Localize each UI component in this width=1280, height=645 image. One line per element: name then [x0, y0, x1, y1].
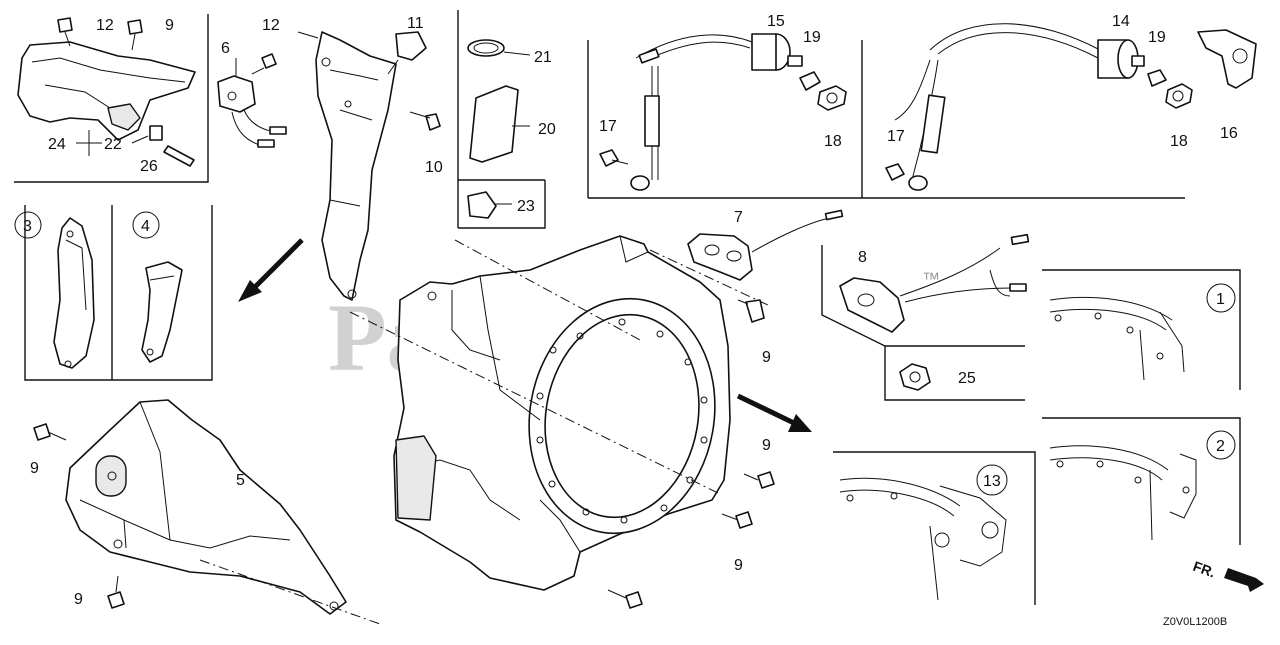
part-nut-25[interactable] [899, 363, 931, 391]
section-frames [14, 10, 1241, 605]
callout-4: 4 [141, 218, 150, 235]
callout-19b: 19 [1148, 29, 1166, 46]
callout-9c: 9 [762, 437, 771, 454]
part-shroud-3[interactable] [53, 217, 95, 369]
callout-10: 10 [425, 159, 443, 176]
front-label: FR. [1191, 558, 1218, 581]
callout-1: 1 [1216, 291, 1225, 308]
callout-16: 16 [1220, 125, 1238, 142]
callout-20: 20 [538, 121, 556, 138]
watermark-tm: ™ [922, 269, 940, 289]
callout-7: 7 [734, 209, 743, 226]
callout-14: 14 [1112, 13, 1130, 30]
callout-26: 26 [140, 158, 158, 175]
part-solenoid-14[interactable] [885, 23, 1257, 191]
callout-12b: 12 [262, 17, 280, 34]
callout-9b: 9 [762, 349, 771, 366]
callout-8: 8 [858, 249, 867, 266]
part-solenoid-15[interactable] [599, 33, 847, 191]
callout-22: 22 [104, 136, 122, 153]
part-sensor-8[interactable] [839, 233, 1030, 333]
callout-15: 15 [767, 13, 785, 30]
callout-12: 12 [96, 17, 114, 34]
callout-18: 18 [824, 133, 842, 150]
bolts-9[interactable] [33, 423, 775, 609]
callout-19: 19 [803, 29, 821, 46]
arrow-left [238, 238, 304, 302]
part-switch-6[interactable] [217, 53, 287, 148]
variant-1 [1049, 297, 1185, 381]
diagram-code: Z0V0L1200B [1163, 616, 1227, 628]
circled-callouts: 3 4 1 2 13 [14, 211, 1236, 496]
part-shroud-4[interactable] [141, 261, 183, 363]
callout-9: 9 [165, 17, 174, 34]
callout-9e: 9 [30, 460, 39, 477]
callout-13: 13 [983, 473, 1001, 490]
callout-9f: 9 [74, 591, 83, 608]
part-baffle-upper[interactable] [297, 31, 441, 301]
callout-labels: 12 9 24 22 26 6 12 11 10 21 20 23 15 19 … [30, 13, 1238, 608]
part-fan-cover[interactable] [349, 235, 771, 591]
front-indicator: FR. [1191, 558, 1264, 592]
part-under-cover-5[interactable] [65, 399, 381, 625]
callout-17: 17 [599, 118, 617, 135]
callout-6: 6 [221, 40, 230, 57]
callout-5: 5 [236, 472, 245, 489]
part-ignition-bracket[interactable] [17, 17, 196, 167]
callout-2: 2 [1216, 438, 1225, 455]
arrow-right [736, 393, 812, 432]
callout-23: 23 [517, 198, 535, 215]
part-clamps[interactable] [467, 39, 531, 219]
callout-25: 25 [958, 370, 976, 387]
callout-17b: 17 [887, 128, 905, 145]
callout-21: 21 [534, 49, 552, 66]
variant-2 [1049, 445, 1197, 541]
callout-18b: 18 [1170, 133, 1188, 150]
callout-3: 3 [23, 218, 32, 235]
callout-24: 24 [48, 136, 66, 153]
callout-9d: 9 [734, 557, 743, 574]
callout-11: 11 [407, 15, 424, 32]
part-sensor-7[interactable] [687, 209, 844, 323]
variant-13 [839, 477, 1007, 601]
